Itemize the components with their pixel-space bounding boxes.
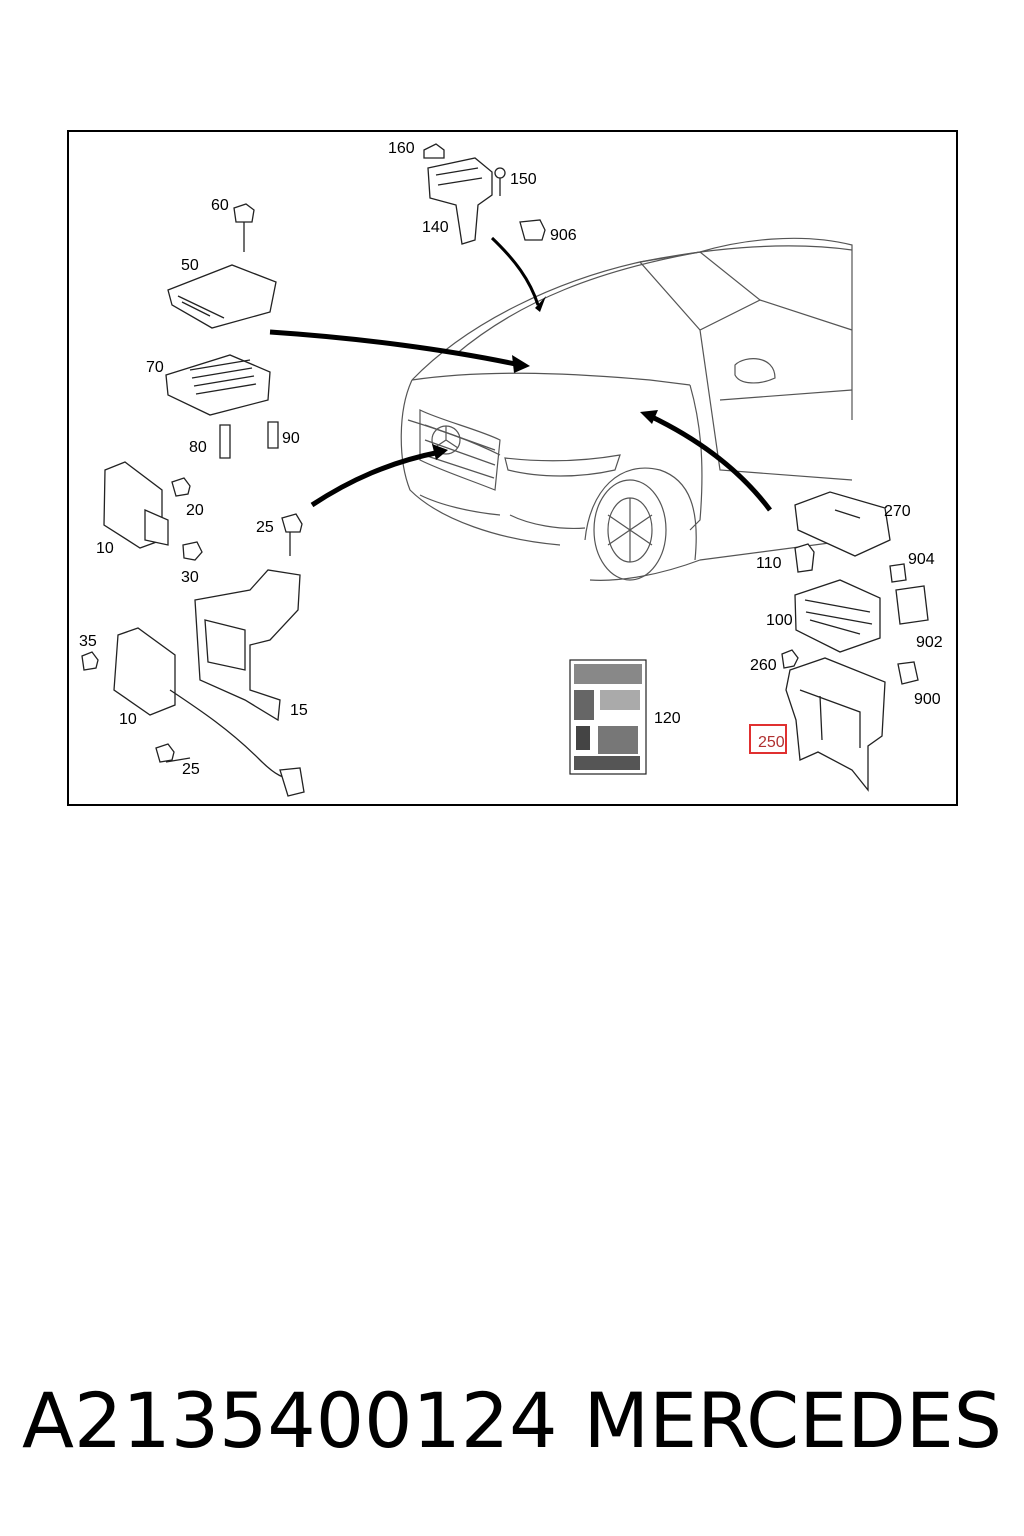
callout-25-top: 25 [256, 519, 274, 536]
callout-250: 250 [758, 734, 785, 751]
callout-30: 30 [181, 569, 199, 586]
callout-50: 50 [181, 257, 199, 274]
callout-900: 900 [914, 691, 941, 708]
callout-10-top: 10 [96, 540, 114, 557]
brand-name: MERCEDES [583, 1375, 1002, 1465]
callout-120: 120 [654, 710, 681, 727]
callout-80: 80 [189, 439, 207, 456]
callout-270: 270 [884, 503, 911, 520]
parts-diagram-svg: 160 150 140 906 60 50 70 80 90 20 10 30 … [67, 130, 958, 806]
car-illustration [400, 237, 853, 581]
callout-90: 90 [282, 430, 300, 447]
footer: A2135400124 MERCEDES [0, 1360, 1024, 1480]
callout-904: 904 [908, 551, 935, 568]
callout-260: 260 [750, 657, 777, 674]
callout-100: 100 [766, 612, 793, 629]
callout-15: 15 [290, 702, 308, 719]
callout-110: 110 [756, 555, 782, 572]
callout-25-bottom: 25 [182, 761, 200, 778]
callout-60: 60 [211, 197, 229, 214]
part-drawings [81, 143, 929, 797]
callout-250-highlight-box [749, 724, 787, 754]
callout-35: 35 [79, 633, 97, 650]
callout-902: 902 [916, 634, 943, 651]
callout-906: 906 [550, 227, 577, 244]
callout-10-bottom: 10 [119, 711, 137, 728]
parts-diagram: 160 150 140 906 60 50 70 80 90 20 10 30 … [67, 130, 958, 806]
part-number: A2135400124 [22, 1375, 558, 1465]
callout-20: 20 [186, 502, 204, 519]
callout-70: 70 [146, 359, 164, 376]
pointer-arrows [269, 236, 772, 512]
callout-140: 140 [422, 219, 449, 236]
callout-150: 150 [510, 171, 537, 188]
diagram-border [67, 130, 958, 806]
callout-160: 160 [388, 140, 415, 157]
callout-labels: 160 150 140 906 60 50 70 80 90 20 10 30 … [79, 140, 943, 778]
